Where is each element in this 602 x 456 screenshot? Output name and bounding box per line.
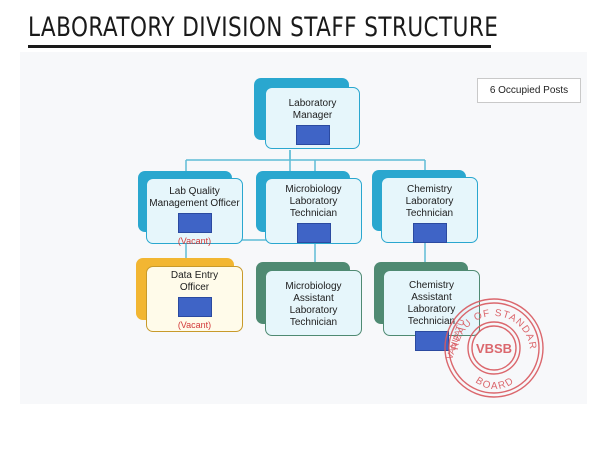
position-name: Microbiology Assistant Laboratory Techni… [285, 281, 342, 328]
position-name: Data Entry Officer [170, 270, 219, 293]
title-underline [28, 45, 491, 48]
photo-placeholder [177, 297, 212, 317]
card-face: Microbiology Assistant Laboratory Techni… [265, 270, 362, 336]
photo-placeholder [296, 223, 331, 243]
card-face: Chemistry Laboratory Technician [381, 177, 478, 243]
card-face: Microbiology Laboratory Technician [265, 178, 362, 244]
position-name: Microbiology Laboratory Technician [285, 184, 342, 219]
position-name: Lab Quality Management Officer [149, 186, 240, 209]
svg-text:BOARD: BOARD [473, 375, 516, 392]
card-face: Lab Quality Management Officer (Vacant) [146, 178, 243, 246]
photo-placeholder [177, 213, 212, 233]
photo-placeholder [414, 331, 449, 351]
card-face: Laboratory Manager [265, 87, 360, 149]
position-name: Chemistry Assistant Laboratory Technicia… [407, 280, 456, 327]
vacant-label: (Vacant) [177, 320, 212, 330]
seal-center-text: VBSB [476, 341, 512, 356]
card-face: Chemistry Assistant Laboratory Technicia… [383, 270, 480, 351]
photo-placeholder [412, 223, 447, 243]
occupied-posts-note: 6 Occupied Posts [477, 78, 581, 103]
vbsb-seal: BUREAU OF STANDARDS BOARD VANUATU VBSB [442, 296, 544, 398]
position-name: Chemistry Laboratory Technician [405, 184, 454, 219]
seal-bottom-text: BOARD [473, 375, 515, 392]
card-face: Data Entry Officer (Vacant) [146, 266, 243, 332]
vacant-label: (Vacant) [177, 236, 212, 246]
page-title: LABORATORY DIVISION STAFF STRUCTURE [28, 12, 499, 43]
position-name: Laboratory Manager [288, 98, 337, 121]
photo-placeholder [295, 125, 330, 145]
